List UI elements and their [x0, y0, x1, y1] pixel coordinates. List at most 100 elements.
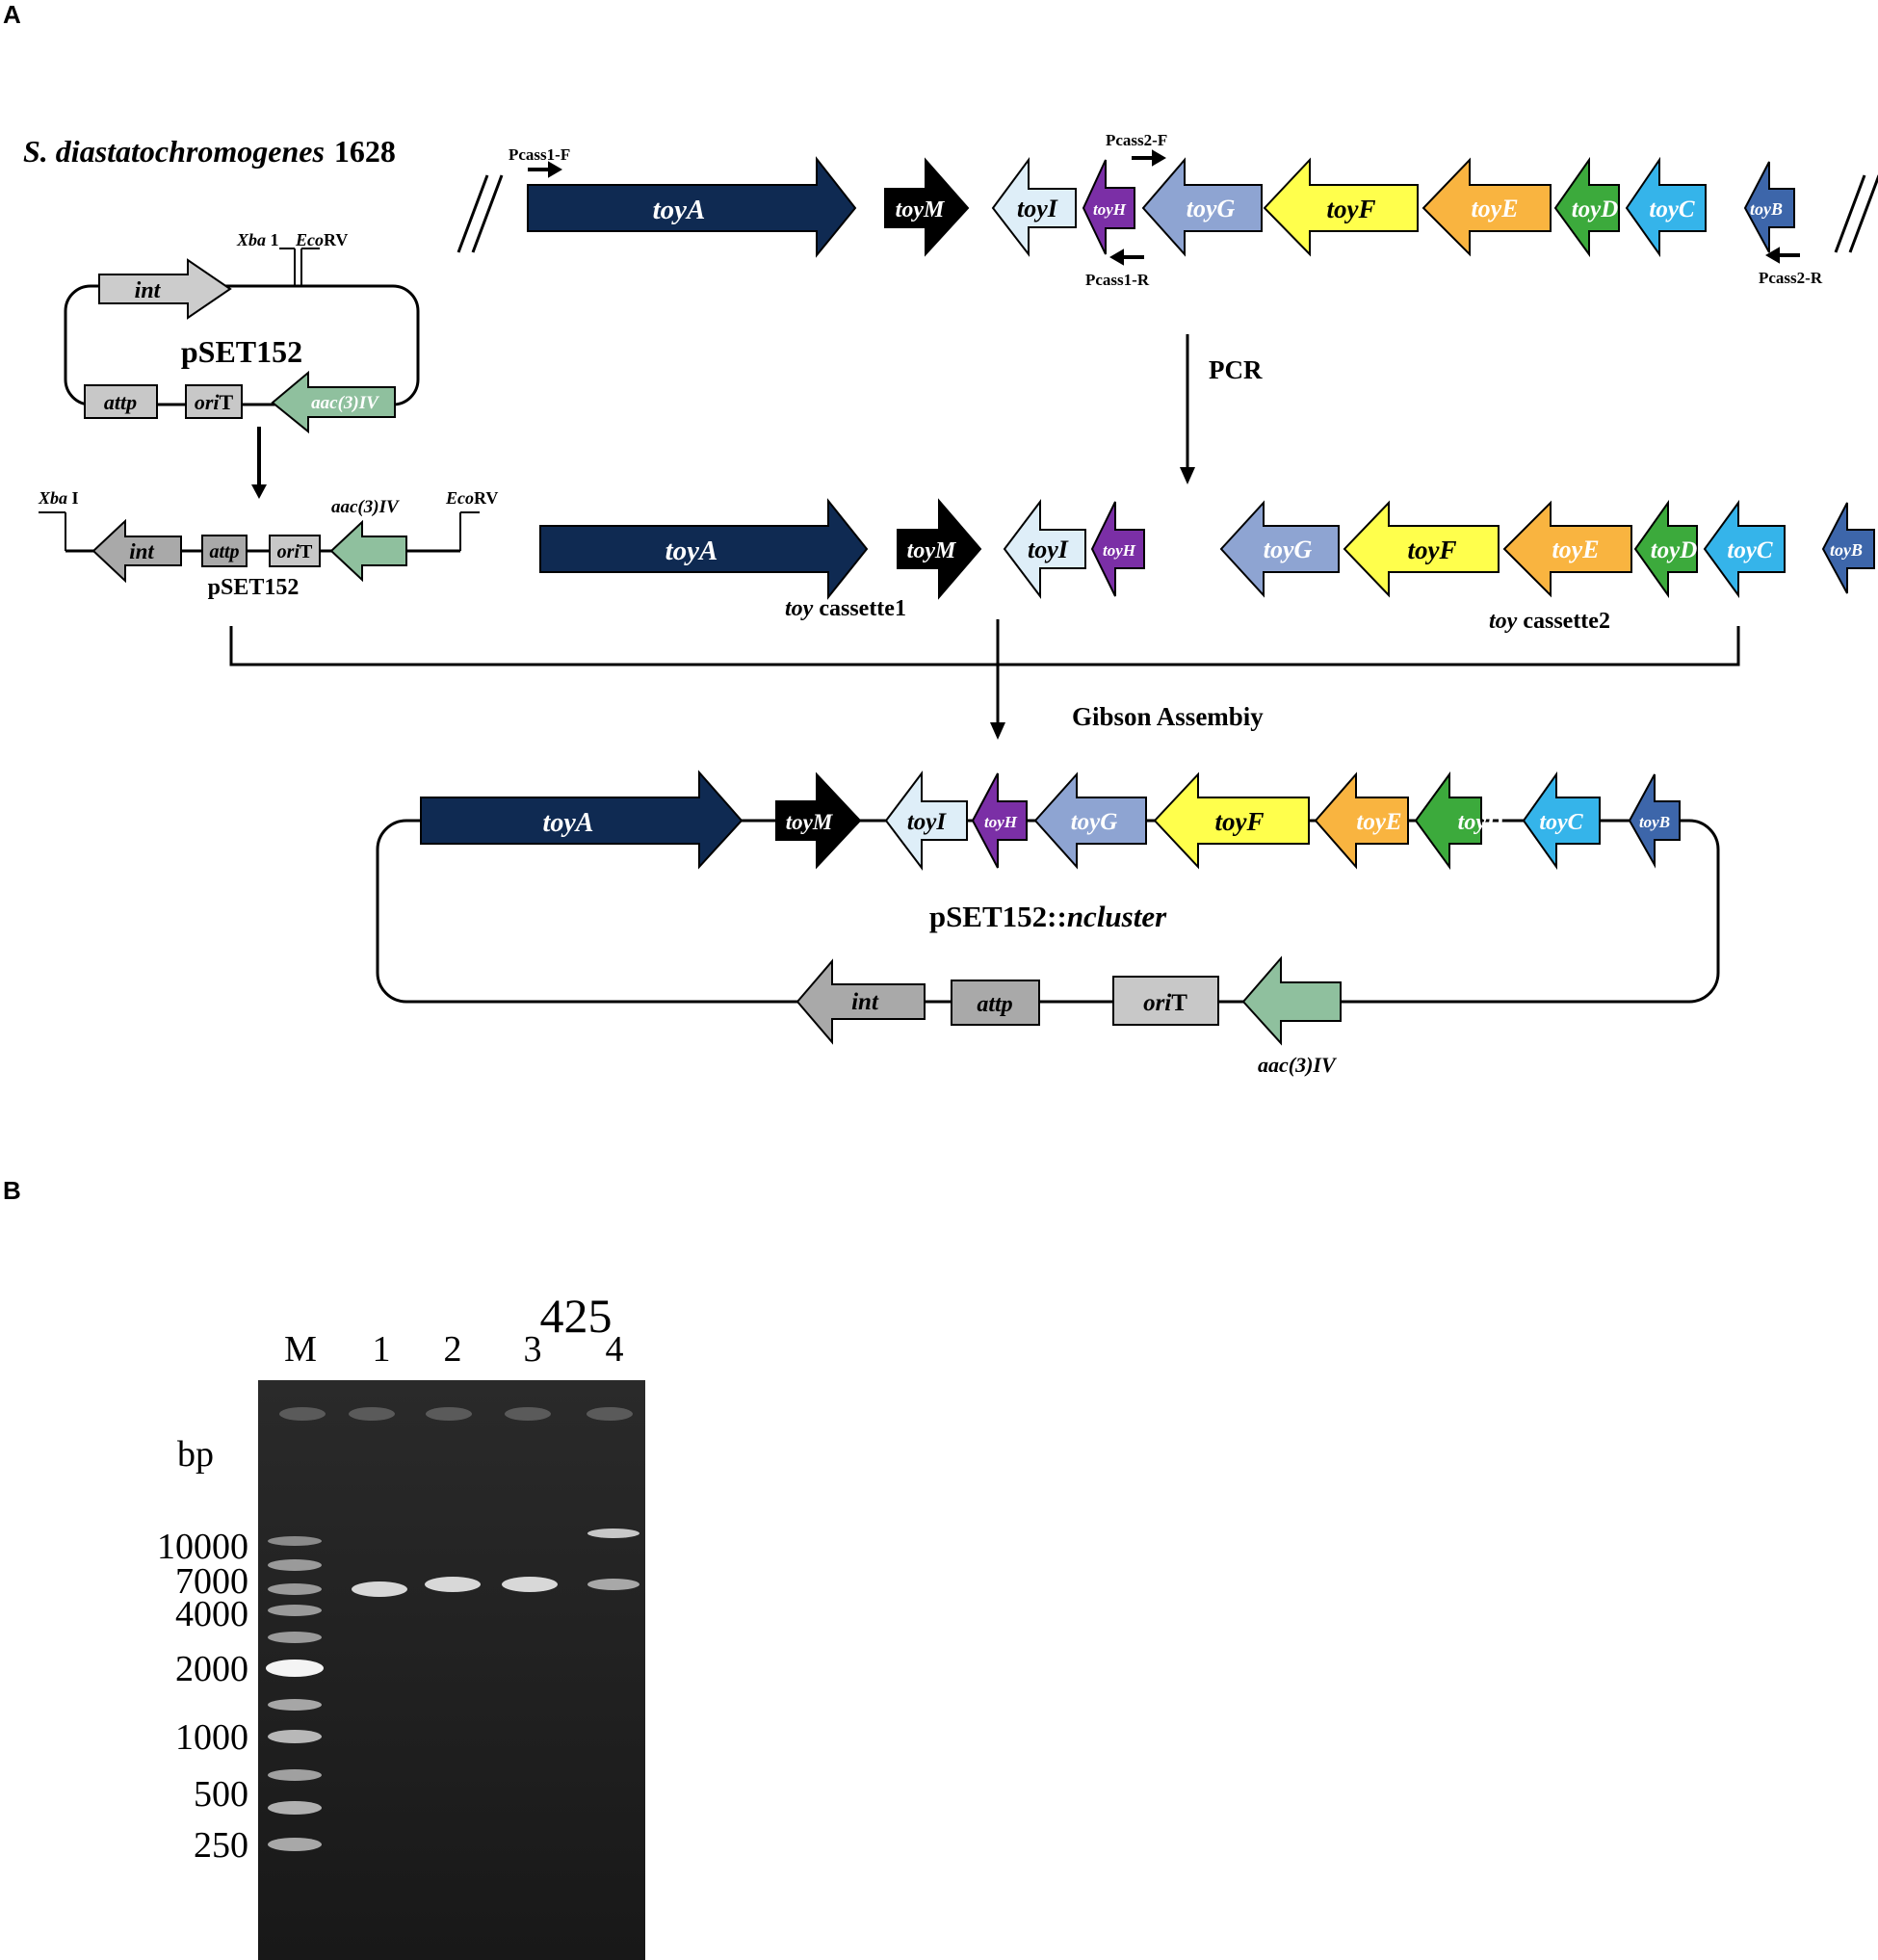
gel-overlay-number: 425 — [540, 1289, 613, 1343]
lane-label-4: 4 — [606, 1329, 624, 1370]
final-toyD-label: toyD — [1458, 810, 1503, 835]
cassette-toyG-arrow — [1219, 500, 1340, 598]
marker-size-1000: 1000 — [175, 1717, 248, 1758]
gel-unit-label: bp — [177, 1434, 214, 1475]
linear-plasmid-name: pSET152 — [208, 575, 300, 600]
gel-image — [258, 1380, 645, 1960]
final-attp-label: attp — [977, 992, 1012, 1017]
site-xba-top: Xba 1 — [236, 230, 279, 249]
plasmid-orit-label: oriT — [195, 390, 234, 414]
final-attp-box — [951, 980, 1040, 1026]
final-int-arrow — [796, 958, 926, 1045]
primer-pcass1-f-label: Pcass1-F — [509, 145, 570, 164]
cassette-toyM-arrow — [897, 498, 982, 600]
break-mark-left — [456, 174, 504, 253]
cassette-toyD-label: toyD — [1651, 537, 1698, 563]
final-toyH-label: toyH — [984, 813, 1018, 831]
final-aac-label: aac(3)IV — [1258, 1053, 1338, 1077]
cassette-toyI-arrow — [1003, 499, 1086, 599]
cassette-toyE-label: toyE — [1552, 536, 1599, 563]
final-plasmid-name: pSET152::ncluster — [929, 900, 1167, 933]
final-toyF-arrow — [1153, 771, 1310, 870]
plasmid-int-label: int — [135, 278, 162, 303]
final-toyI-arrow — [884, 771, 968, 871]
cassette-toyH-label: toyH — [1103, 541, 1136, 560]
final-toyB-arrow — [1628, 773, 1681, 869]
lane-4-upper-band — [587, 1529, 639, 1538]
plasmid-attp-box — [84, 384, 158, 419]
gene-toyF-label: toyF — [1327, 195, 1376, 223]
gibson-label: Gibson Assembiy — [1072, 702, 1264, 731]
final-toyD-arrow — [1414, 771, 1482, 871]
lane-label-1: 1 — [373, 1329, 391, 1370]
cassette-toyA-label: toyA — [665, 536, 718, 566]
cassette-toyA-arrow — [539, 498, 869, 600]
final-toyE-label: toyE — [1356, 809, 1401, 835]
final-aac-arrow — [1241, 955, 1342, 1046]
gene-toyC-label: toyC — [1649, 196, 1695, 222]
linear-orit-label: oriT — [277, 541, 313, 562]
panel-label-a: A — [3, 0, 21, 29]
cassette-toyC-label: toyC — [1727, 537, 1773, 563]
marker-size-7000: 7000 — [175, 1561, 248, 1602]
marker-size-250: 250 — [194, 1825, 248, 1866]
gibson-step: Gibson Assembiy — [229, 619, 1740, 740]
gel-wells — [279, 1407, 633, 1421]
plasmid-aac-arrow — [271, 370, 396, 434]
cassette-toyB-arrow — [1821, 502, 1875, 594]
marker-size-10000: 10000 — [157, 1527, 248, 1567]
final-toyM-arrow — [775, 771, 862, 870]
cassette-row: toyA toyM toyI toyH toyG toyF toyE toyD … — [539, 498, 1875, 634]
final-toyH-arrow — [971, 772, 1028, 869]
final-toyA-arrow — [420, 770, 743, 870]
primers: Pcass1-F Pcass2-F Pcass1-R Pcass2-R — [509, 131, 1823, 289]
gene-toyC-arrow — [1625, 156, 1707, 258]
gene-toyG-arrow — [1141, 157, 1263, 257]
break-mark-right — [1834, 174, 1878, 253]
final-toyG-arrow — [1033, 771, 1147, 870]
strain-title: S. diastatochromogenes 1628 — [23, 134, 396, 169]
strain-number: 1628 — [334, 134, 396, 169]
gene-toyH-label: toyH — [1093, 200, 1127, 219]
lane-label-m: M — [284, 1329, 317, 1370]
marker-size-2000: 2000 — [175, 1649, 248, 1689]
cassette1-label: toy cassette1 — [785, 596, 906, 621]
gel-marker-sizes: 10000 7000 4000 2000 1000 500 250 — [157, 1527, 248, 1866]
pcr-label: PCR — [1209, 355, 1263, 384]
gene-toyD-label: toyD — [1572, 196, 1619, 222]
primer-pcass2-r-label: Pcass2-R — [1759, 269, 1823, 287]
lane-2-band — [425, 1577, 481, 1592]
gene-toyM-label: toyM — [896, 197, 946, 222]
strain-name: S. diastatochromogenes — [23, 134, 325, 169]
primer-pcass1-r-label: Pcass1-R — [1085, 271, 1150, 289]
cluster-row-genome: toyA toyM toyI toyH toyG toyF toyE toyD … — [527, 156, 1795, 258]
final-toyC-label: toyC — [1539, 810, 1583, 835]
gene-toyE-arrow — [1422, 157, 1552, 257]
plasmid-psetl52-map: Xba 1 EcoRV int pSET152 attp oriT aac(3)… — [64, 230, 420, 499]
cassette-toyG-label: toyG — [1264, 536, 1313, 563]
marker-size-4000: 4000 — [175, 1594, 248, 1634]
linear-aac-arrow — [329, 519, 407, 583]
gene-toyB-arrow — [1743, 161, 1795, 253]
final-toyM-label: toyM — [786, 810, 834, 834]
site-xba-linear: Xba I — [38, 488, 79, 508]
gene-toyD-arrow — [1553, 156, 1620, 258]
gene-toyF-arrow — [1263, 157, 1419, 257]
site-eco-linear: EcoRV — [445, 488, 498, 508]
final-toyA-label: toyA — [543, 808, 594, 838]
linear-attp-label: attp — [209, 541, 239, 562]
final-toyB-label: toyB — [1639, 813, 1670, 831]
pcr-step: PCR — [1180, 334, 1263, 484]
primer-pcass2-f-label: Pcass2-F — [1106, 131, 1167, 149]
ladder-bands — [266, 1536, 324, 1851]
linear-psetl52: Xba I EcoRV int attp oriT aac(3)IV pSET1… — [38, 488, 498, 600]
plasmid-name: pSET152 — [181, 334, 302, 369]
gene-toyE-label: toyE — [1471, 195, 1518, 222]
final-toyC-arrow — [1522, 771, 1601, 871]
site-eco-top: EcoRV — [295, 230, 348, 249]
cassette-toyF-arrow — [1343, 500, 1500, 598]
lane-label-3: 3 — [524, 1329, 542, 1370]
final-orit-box — [1112, 976, 1219, 1026]
final-plasmid: toyA toyM toyI toyH toyG toyF toyE toyD … — [376, 770, 1720, 1077]
lane-1-band — [352, 1581, 407, 1597]
